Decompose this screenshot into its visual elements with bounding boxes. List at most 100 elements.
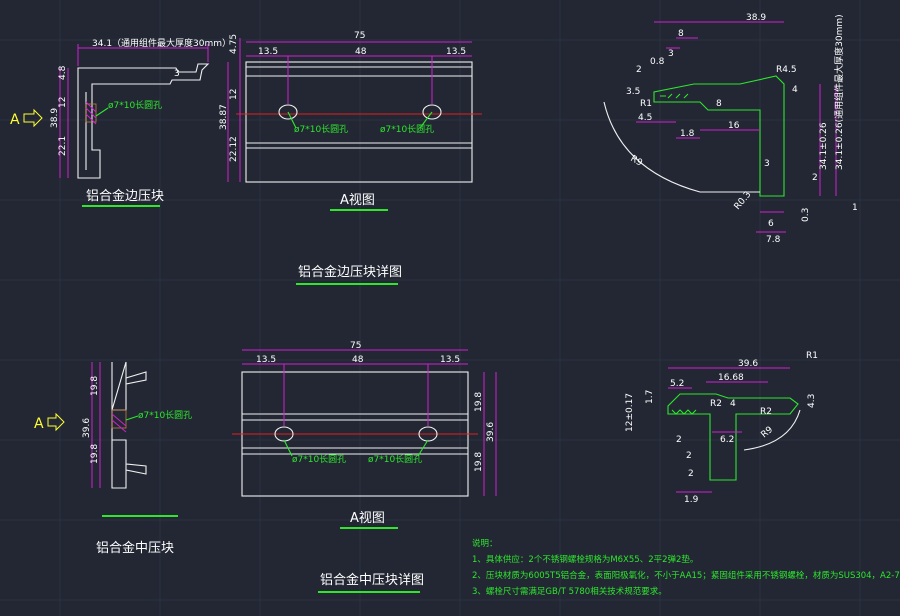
svg-text:4.5: 4.5: [638, 113, 652, 123]
slot-hole-right: [422, 104, 442, 120]
svg-text:ø7*10长圆孔: ø7*10长圆孔: [368, 453, 422, 465]
dim-38-87: 38.87: [219, 104, 229, 130]
svg-text:R2: R2: [710, 399, 722, 409]
svg-text:39.6: 39.6: [486, 422, 496, 442]
svg-text:R4.5: R4.5: [776, 65, 797, 75]
dim-4-75: 4.75: [229, 34, 239, 54]
dim-seg-mid: 48: [355, 47, 367, 57]
notes-heading: 说明：: [472, 538, 498, 549]
mid-clamp-title: 铝合金中压块: [96, 540, 174, 556]
svg-text:3: 3: [668, 49, 674, 59]
svg-text:1: 1: [852, 203, 858, 213]
svg-text:2: 2: [636, 65, 642, 75]
svg-text:19.8: 19.8: [474, 392, 484, 412]
svg-text:8: 8: [716, 99, 722, 109]
svg-text:2: 2: [812, 173, 818, 183]
svg-text:16: 16: [728, 121, 740, 131]
notes-line-1: 1、具体供应：2个不锈钢螺栓规格为M6X55、2平2弹2垫。: [472, 554, 698, 565]
svg-text:2: 2: [676, 435, 682, 445]
svg-text:19.8: 19.8: [474, 452, 484, 472]
svg-text:1.7: 1.7: [645, 390, 655, 404]
mid-clamp-detail-profile: [667, 393, 799, 481]
svg-text:R9: R9: [760, 425, 776, 441]
svg-text:2: 2: [688, 469, 694, 479]
edge-clamp-profile: [77, 63, 210, 179]
notes-line-2: 2、压块材质为6005T5铝合金，表面阳极氧化，不小于AA15；紧固组件采用不锈…: [472, 570, 900, 581]
svg-text:4.3: 4.3: [807, 394, 817, 408]
svg-text:5.2: 5.2: [670, 379, 684, 389]
slot-hole-left: [278, 104, 298, 120]
front-view-title: A视图: [340, 193, 375, 208]
view-arrow-label-bottom: A: [34, 416, 44, 432]
svg-text:1.8: 1.8: [680, 129, 695, 139]
svg-text:13.5: 13.5: [256, 355, 276, 365]
dim-22-12: 22.12: [229, 136, 239, 162]
svg-text:R1: R1: [806, 351, 818, 361]
dim-note: 34.1（通用组件最大厚度30mm）: [92, 37, 231, 49]
svg-text:7.8: 7.8: [766, 235, 781, 245]
svg-text:48: 48: [352, 355, 364, 365]
svg-text:8: 8: [678, 29, 684, 39]
dim-12-front: 12: [229, 89, 239, 100]
svg-text:3: 3: [764, 159, 770, 169]
view-arrow-icon-bottom: [47, 412, 65, 432]
edge-clamp-side-view[interactable]: 34.1（通用组件最大厚度30mm） 4.8 12 38.9 22.1 3 A …: [10, 37, 231, 207]
hole-right-label: ø7*10长圆孔: [380, 123, 434, 135]
notes-line-3: 3、螺栓尺寸需满足GB/T 5780相关技术规范要求。: [472, 586, 667, 597]
dim-4-8: 4.8: [58, 65, 68, 80]
hole-label: ø7*10长圆孔: [108, 99, 162, 111]
mid-clamp-detail[interactable]: 39.6 R1 5.2 16.68 R2 R2 4 1.7 12±0.17 4.…: [625, 351, 818, 505]
dim-3: 3: [174, 69, 180, 79]
mid-clamp-side-view[interactable]: 19.8 39.6 19.8 A ø7*10长圆孔 铝合金中压块: [34, 361, 192, 556]
svg-text:34.1±0.26(通用组件最大厚度30mm): 34.1±0.26(通用组件最大厚度30mm): [833, 14, 845, 170]
hole-section-hatch: [85, 103, 97, 123]
svg-text:39.6: 39.6: [738, 359, 758, 369]
svg-text:39.6: 39.6: [82, 418, 92, 438]
svg-text:ø7*10长圆孔: ø7*10长圆孔: [292, 453, 346, 465]
hole-left-label: ø7*10长圆孔: [294, 123, 348, 135]
mid-clamp-front-view[interactable]: 75 13.5 48 13.5 19.8 39.6 19.8 ø7*10长圆孔 …: [232, 341, 497, 529]
svg-text:A视图: A视图: [350, 511, 385, 526]
mid-clamp-profile: [111, 361, 147, 489]
svg-text:2: 2: [686, 451, 692, 461]
edge-clamp-title: 铝合金边压块: [86, 188, 164, 204]
dim-seg-right: 13.5: [446, 47, 466, 57]
svg-text:4: 4: [730, 399, 736, 409]
svg-text:13.5: 13.5: [440, 355, 460, 365]
edge-clamp-detail-title: 铝合金边压块详图: [298, 264, 402, 280]
svg-text:4: 4: [792, 85, 798, 95]
svg-text:19.8: 19.8: [90, 444, 100, 464]
dim-12: 12: [58, 97, 68, 108]
mid-clamp-detail-title: 铝合金中压块详图: [320, 572, 424, 588]
dim-38-9-detail: 38.9: [746, 13, 766, 23]
edge-clamp-detail-profile: [653, 75, 785, 197]
svg-text:R2: R2: [760, 407, 772, 417]
svg-text:3.5: 3.5: [626, 87, 640, 97]
svg-text:6.2: 6.2: [720, 435, 734, 445]
svg-text:0.8: 0.8: [650, 57, 665, 67]
svg-text:16.68: 16.68: [718, 373, 744, 383]
dim-38-9: 38.9: [50, 108, 60, 128]
svg-text:6: 6: [768, 219, 774, 229]
front-plate-outline: [245, 61, 473, 183]
edge-clamp-front-view[interactable]: 75 13.5 48 13.5 4.75 12 38.87 22.12 ø7*1…: [219, 31, 482, 211]
svg-text:R1: R1: [640, 99, 652, 109]
notes-block: 说明： 1、具体供应：2个不锈钢螺栓规格为M6X55、2平2弹2垫。 2、压块材…: [472, 538, 900, 597]
svg-text:19.8: 19.8: [90, 376, 100, 396]
svg-text:R9: R9: [629, 154, 645, 169]
view-arrow-label: A: [10, 112, 20, 128]
svg-text:0.3: 0.3: [801, 208, 811, 222]
dim-overall-75: 75: [354, 31, 365, 41]
dim-seg-left: 13.5: [258, 47, 278, 57]
svg-text:75: 75: [350, 341, 361, 351]
svg-text:1.9: 1.9: [684, 495, 699, 505]
view-arrow-icon: [23, 108, 43, 128]
svg-text:ø7*10长圆孔: ø7*10长圆孔: [138, 409, 192, 421]
svg-text:34.1±0.26: 34.1±0.26: [819, 122, 829, 170]
svg-text:R0.3: R0.3: [733, 190, 754, 212]
edge-clamp-detail[interactable]: 38.9 8 3 2 0.8 3.5 R1 4.5 1.8 16 R4.5 4 …: [603, 13, 858, 245]
dim-22-1: 22.1: [58, 136, 68, 156]
svg-text:12±0.17: 12±0.17: [625, 393, 635, 432]
